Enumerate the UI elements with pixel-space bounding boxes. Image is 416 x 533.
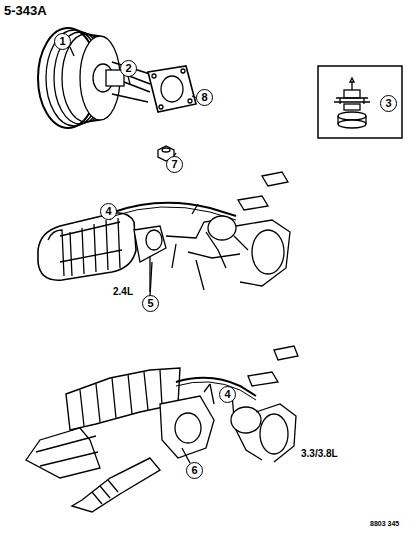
callout-number: 1	[54, 33, 71, 50]
intake-manifold-2.4L	[38, 172, 290, 292]
callout-number: 3	[380, 95, 397, 112]
callout-number: 4	[100, 203, 117, 220]
leader-line	[110, 204, 198, 296]
callout-number: 5	[142, 295, 159, 312]
callout-number: 4	[219, 386, 236, 403]
engine-label: 3.3/3.8L	[300, 448, 339, 460]
callout-number: 8	[196, 89, 213, 106]
intake-manifold-3.3-3.8L	[26, 346, 298, 512]
booster-gasket	[148, 66, 196, 112]
callout-number: 6	[186, 462, 203, 479]
leader-line	[70, 47, 197, 156]
engine-label: 2.4L	[112, 286, 134, 298]
callout-number: 7	[166, 156, 183, 173]
power-brake-booster	[38, 28, 150, 128]
figure-number: 5-343A	[4, 4, 47, 17]
callout-number: 2	[120, 60, 137, 77]
drawing-code: 8803 345	[370, 520, 399, 527]
check-valve-inset	[318, 66, 402, 138]
